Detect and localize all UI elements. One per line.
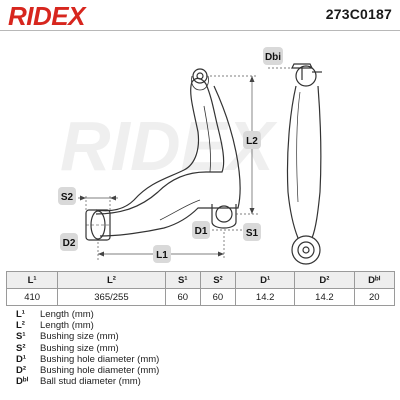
legend-desc: Bushing size (mm) <box>40 342 119 354</box>
header-cell: S¹ <box>164 271 201 289</box>
watermark: RIDEX <box>60 107 278 185</box>
legend-desc: Bushing size (mm) <box>40 331 119 343</box>
value-cell: 20 <box>353 288 396 306</box>
legend-key: D² <box>16 364 27 376</box>
svg-text:S2: S2 <box>61 192 74 203</box>
legend-desc: Bushing hole diameter (mm) <box>40 364 160 376</box>
legend-row: D² Bushing hole diameter (mm) <box>16 365 159 376</box>
ridex-logo: RIDEX <box>6 1 126 31</box>
legend-row: L¹ Length (mm) <box>16 309 159 320</box>
arrowheads <box>80 76 255 257</box>
label-s1: S1 <box>243 223 261 241</box>
value-cell: 14.2 <box>294 288 355 306</box>
header-cell: Dᵇⁱ <box>353 271 396 289</box>
label-s2: S2 <box>58 187 76 205</box>
legend-row: Dᵇⁱ Ball stud diameter (mm) <box>16 376 159 387</box>
legend-row: S² Bushing size (mm) <box>16 343 159 354</box>
control-arm-side-view <box>286 63 322 265</box>
spec-table: L¹ L² S¹ S² D¹ D² Dᵇⁱ 410 365/255 60 60 … <box>5 271 396 306</box>
header-cell: S² <box>199 271 237 289</box>
part-number: 273C0187 <box>325 6 392 22</box>
legend-key: S¹ <box>16 331 26 343</box>
legend-row: S¹ Bushing size (mm) <box>16 331 159 342</box>
legend-row: L² Length (mm) <box>16 320 159 331</box>
header-cell: L¹ <box>5 271 59 289</box>
control-arm-diagram: RIDEX <box>0 32 400 268</box>
value-cell: 14.2 <box>235 288 296 306</box>
label-d2: D2 <box>60 233 78 251</box>
header-divider <box>0 30 400 31</box>
svg-text:D2: D2 <box>63 238 76 249</box>
spec-header-row: L¹ L² S¹ S² D¹ D² Dᵇⁱ <box>5 271 396 289</box>
legend-key: S² <box>16 342 26 354</box>
svg-text:Dbi: Dbi <box>265 52 281 63</box>
value-cell: 410 <box>5 288 59 306</box>
legend-desc: Length (mm) <box>40 309 94 320</box>
header-cell: D² <box>294 271 355 289</box>
value-cell: 60 <box>199 288 237 306</box>
label-dbi: Dbi <box>263 47 283 65</box>
header-cell: D¹ <box>235 271 296 289</box>
legend-desc: Ball stud diameter (mm) <box>40 376 141 388</box>
spec-value-row: 410 365/255 60 60 14.2 14.2 20 <box>5 288 396 306</box>
svg-text:S1: S1 <box>246 228 259 239</box>
label-l1: L1 <box>153 245 171 263</box>
legend-key: D¹ <box>16 353 27 365</box>
logo-text: RIDEX <box>8 2 87 30</box>
legend-key: Dᵇⁱ <box>16 376 29 388</box>
label-d1: D1 <box>192 221 210 239</box>
legend-key: L² <box>16 320 25 332</box>
value-cell: 60 <box>164 288 201 306</box>
svg-text:L1: L1 <box>156 250 168 261</box>
value-cell: 365/255 <box>57 288 166 306</box>
svg-text:L2: L2 <box>246 136 258 147</box>
legend-row: D¹ Bushing hole diameter (mm) <box>16 354 159 365</box>
label-l2: L2 <box>243 131 261 149</box>
legend-desc: Bushing hole diameter (mm) <box>40 353 160 365</box>
header-cell: L² <box>57 271 166 289</box>
svg-text:D1: D1 <box>195 226 208 237</box>
control-arm-top-view <box>85 68 241 241</box>
legend-desc: Length (mm) <box>40 320 94 332</box>
legend-key: L¹ <box>16 309 25 320</box>
legend: L¹ Length (mm) L² Length (mm) S¹ Bushing… <box>16 309 159 387</box>
